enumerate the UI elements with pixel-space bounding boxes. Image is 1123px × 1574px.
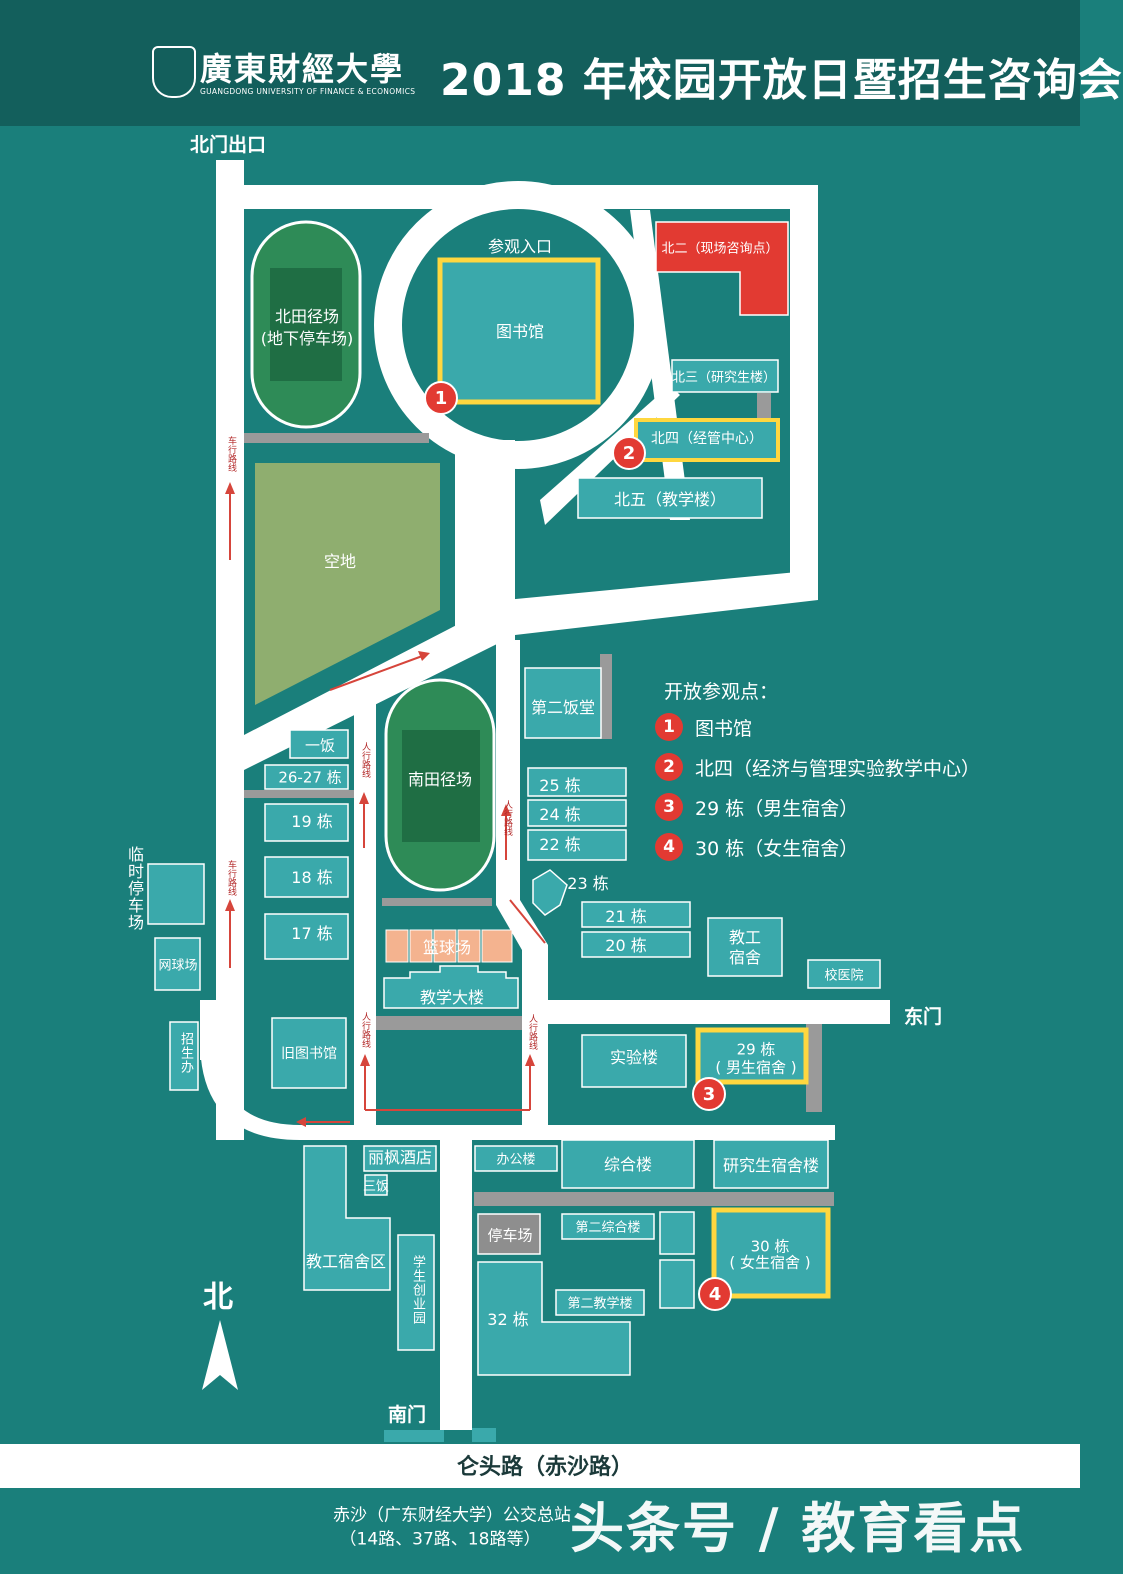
grey-strips [244,393,834,1206]
bei-san-label: 北三（研究生楼） [671,370,777,386]
bei-er-label: 北二（现场咨询点） [661,241,779,257]
beitian-sub-label: (地下停车场) [260,329,354,348]
complex-label: 综合楼 [603,1155,653,1174]
b29-sub-label: ( 男生宿舍 ) [715,1058,797,1077]
beitian-label: 北田径场 [274,307,340,326]
admission-label: 招生办 [178,1032,193,1074]
watermark: 头条号 / 教育看点 [570,1497,1026,1560]
walk-lane-label: 人行路线 [527,1014,537,1050]
route-arrows [225,482,535,1127]
marker-library[interactable]: 1 [424,381,458,415]
kongdi-label: 空地 [323,552,357,571]
b32-label: 32 栋 [487,1310,529,1329]
legend-label: 北四（经济与管理实验教学中心） [695,757,981,780]
nantian-track [384,678,496,892]
north-label: 北 [203,1280,233,1315]
legend-item: 1 图书馆 [655,713,752,741]
tennis-label: 网球场 [158,958,198,974]
road-name: 仑头路（赤沙路） [456,1455,634,1480]
canteen1-label: 一饭 [304,736,336,755]
hotel-label: 丽枫酒店 [367,1148,433,1167]
grad-dorm-label: 研究生宿舍楼 [722,1156,820,1175]
north-exit-label: 北门出口 [190,134,267,156]
b30-label: 30 栋 [750,1237,790,1256]
legend-badge: 1 [655,713,683,741]
legend-item: 4 30 栋（女生宿舍） [655,833,858,861]
parking-label: 停车场 [487,1226,533,1245]
legend-badge: 4 [655,833,683,861]
bus-station-line2: （14路、37路、18路等） [339,1529,541,1550]
parking-lot [477,1213,541,1255]
legend-badge: 2 [655,753,683,781]
south-gate-label: 南门 [388,1404,427,1426]
marker-b29[interactable]: 3 [692,1077,726,1111]
canteen3-label: 三饭 [362,1179,390,1195]
east-gate-label: 东门 [904,1006,943,1028]
route-lines [229,488,546,1123]
lab-label: 实验楼 [609,1048,659,1067]
b20-label: 20 栋 [605,936,647,955]
b21-label: 21 栋 [605,907,647,926]
basketball-label: 篮球场 [422,938,472,957]
b18-label: 18 栋 [291,868,333,887]
teaching-building [383,965,519,1009]
staff-dorm-label: 教工宿舍 [728,928,761,967]
logo-english: GUANGDONG UNIVERSITY OF FINANCE & ECONOM… [200,87,416,96]
teaching2-label: 第二教学楼 [567,1296,633,1312]
logo-name: 廣東財經大學 [200,50,405,88]
canteen2-label: 第二饭堂 [530,698,596,717]
b30-sub-label: ( 女生宿舍 ) [729,1253,811,1272]
walk-lane-label: 人行路线 [360,742,370,778]
bei-wu-label: 北五（教学楼） [613,490,727,509]
beitian-track [250,220,362,429]
legend-item: 3 29 栋（男生宿舍） [655,793,858,821]
bus-station-line1: 赤沙（广东财经大学）公交总站 [333,1505,571,1526]
marker-bei-si[interactable]: 2 [612,436,646,470]
legend-label: 图书馆 [695,717,753,740]
legend-item: 2 北四（经济与管理实验教学中心） [655,753,980,781]
legend-label: 30 栋（女生宿舍） [695,837,859,860]
bei-si-label: 北四（经管中心） [651,431,763,447]
complex2-label: 第二综合楼 [575,1220,641,1236]
car-lane-label: 车行路线 [226,860,236,896]
legend-badge: 3 [655,793,683,821]
car-lane-label: 车行路线 [226,436,236,472]
office-label: 办公楼 [496,1152,536,1168]
north-arrow-shape [202,1320,238,1390]
walk-lane-label: 人行路线 [502,800,512,836]
basketball-court [385,929,513,963]
teaching-label: 教学大楼 [419,988,485,1007]
b23-label: 23 栋 [567,874,609,893]
staff-area-label: 教工宿舍区 [305,1252,387,1271]
kongdi-lawn [255,463,440,705]
tour-entrance-label: 参观入口 [487,237,553,256]
roads [0,160,1080,1488]
startup-label: 学生创业园 [410,1255,425,1325]
b29-label: 29 栋 [736,1040,776,1059]
clinic-label: 校医院 [824,968,864,984]
library-label: 图书馆 [495,322,545,341]
map-canvas [0,0,1080,1488]
b25-label: 25 栋 [539,776,581,795]
buildings [147,221,881,1376]
b17-label: 17 栋 [291,924,333,943]
walk-lane-label: 人行路线 [360,1012,370,1048]
legend-label: 29 栋（男生宿舍） [695,797,859,820]
logo-seal-icon [152,46,196,98]
b2627-label: 26-27 栋 [278,768,342,787]
temp-parking-label: 临时停车场 [125,846,144,931]
b22-label: 22 栋 [539,835,581,854]
marker-b30[interactable]: 4 [698,1277,732,1311]
nantian-label: 南田径场 [407,770,473,789]
b19-label: 19 栋 [291,812,333,831]
b24-label: 24 栋 [539,805,581,824]
legend-title: 开放参观点： [664,681,779,703]
page-title: 2018 年校园开放日暨招生咨询会 [440,55,1123,106]
old-library-label: 旧图书馆 [281,1046,337,1062]
